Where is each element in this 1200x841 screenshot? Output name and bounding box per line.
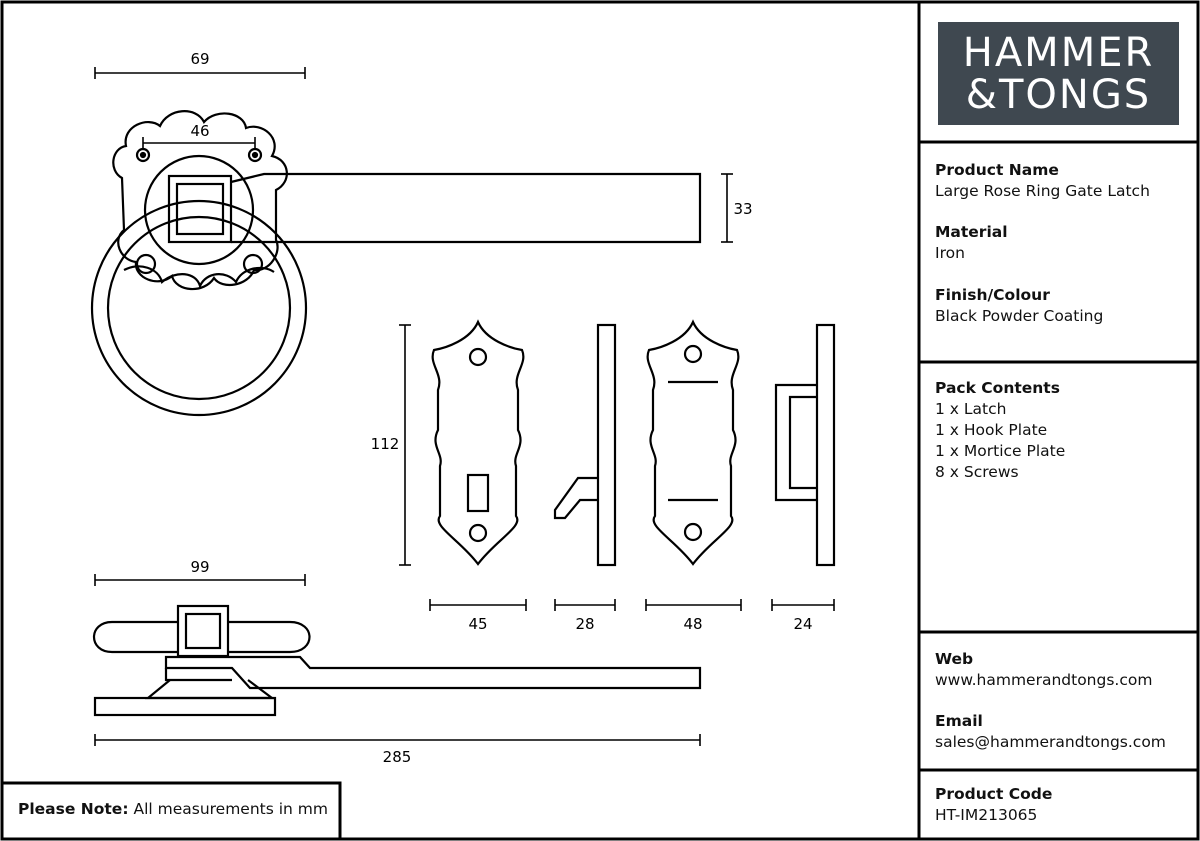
pack-item: 8 x Screws: [935, 463, 1019, 481]
latch-front-view: [90, 110, 702, 417]
mortice-plate-front: [646, 319, 740, 566]
pack-item: 1 x Latch: [935, 400, 1007, 418]
product-name-label: Product Name: [935, 161, 1059, 179]
fixing-hole: [242, 253, 264, 275]
pack-contents-label: Pack Contents: [935, 379, 1060, 397]
mortice-plate-side: [774, 323, 836, 567]
dim-hole-spacing: 46: [190, 122, 209, 140]
material-info: Material Iron: [935, 222, 1008, 264]
note-text: All measurements in mm: [133, 800, 329, 818]
pack-item: 1 x Mortice Plate: [935, 442, 1066, 460]
pack-contents: Pack Contents 1 x Latch 1 x Hook Plate 1…: [935, 378, 1065, 483]
latch-ring: [90, 199, 308, 417]
product-info: Product Name Large Rose Ring Gate Latch: [935, 160, 1150, 202]
dim-overall-length: 285: [383, 748, 412, 766]
dim-hook-plate-width: 45: [468, 615, 487, 633]
logo-line-2: &TONGS: [965, 72, 1152, 118]
product-code-value: HT-IM213065: [935, 806, 1038, 824]
email-label: Email: [935, 712, 983, 730]
dim-mortice-depth: 24: [793, 615, 812, 633]
hook-plate-side: [553, 323, 617, 567]
product-code: Product Code HT-IM213065: [935, 784, 1052, 826]
spindle-square: [167, 174, 233, 244]
hook-plate-front: [431, 319, 525, 566]
material-label: Material: [935, 223, 1008, 241]
measurement-note: Please Note: All measurements in mm: [18, 800, 328, 818]
fixing-hole: [135, 253, 157, 275]
web-link[interactable]: www.hammerandtongs.com: [935, 671, 1153, 689]
latch-bar: [230, 172, 702, 244]
brand-logo: HAMMER &TONGS: [938, 22, 1179, 125]
logo-line-1: HAMMER: [962, 30, 1155, 76]
product-code-label: Product Code: [935, 785, 1053, 803]
web-label: Web: [935, 650, 974, 668]
web-info: Web www.hammerandtongs.com: [935, 649, 1152, 691]
finish-value: Black Powder Coating: [935, 307, 1104, 325]
dim-rose-width: 69: [190, 50, 209, 68]
dim-plate-height: 112: [371, 435, 400, 453]
dimension-lines: [94, 67, 835, 746]
dim-mortice-width: 48: [683, 615, 702, 633]
email-link[interactable]: sales@hammerandtongs.com: [935, 733, 1166, 751]
note-label: Please Note:: [18, 800, 129, 818]
product-name: Large Rose Ring Gate Latch: [935, 182, 1150, 200]
finish-label: Finish/Colour: [935, 286, 1050, 304]
latch-side-view: [93, 604, 702, 717]
dim-side-width: 99: [190, 558, 209, 576]
email-info: Email sales@hammerandtongs.com: [935, 711, 1166, 753]
pack-item: 1 x Hook Plate: [935, 421, 1048, 439]
dim-hook-depth: 28: [575, 615, 594, 633]
material-value: Iron: [935, 244, 965, 262]
dim-bar-height: 33: [733, 200, 752, 218]
finish-info: Finish/Colour Black Powder Coating: [935, 285, 1103, 327]
